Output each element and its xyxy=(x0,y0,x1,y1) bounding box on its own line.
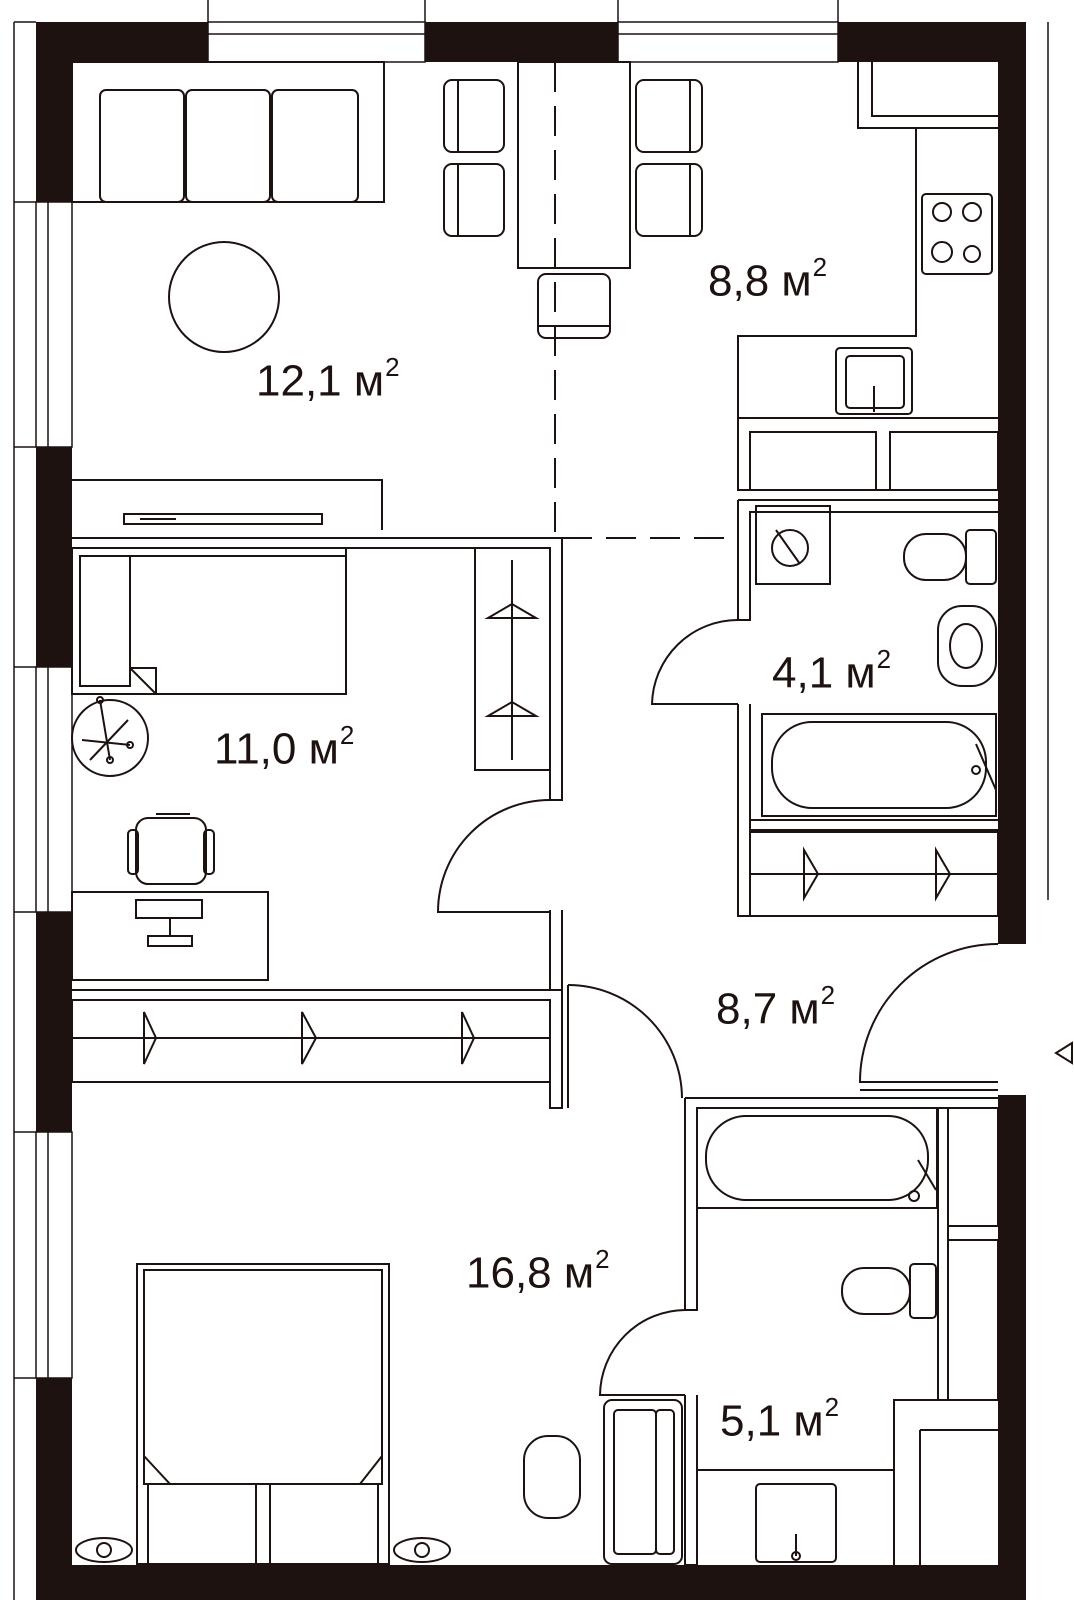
zone-dividers xyxy=(554,62,738,539)
room-area-kitchen: 8,8 м2 xyxy=(708,252,828,306)
desk-chair xyxy=(127,813,215,885)
nightstand-lamps xyxy=(75,1537,451,1563)
interior-walls xyxy=(72,62,999,1566)
child-bed xyxy=(71,547,347,695)
armchair xyxy=(523,1435,581,1519)
bathtub-large xyxy=(696,1107,938,1209)
bathroom-small-storage xyxy=(749,831,999,917)
desk xyxy=(71,891,269,981)
exterior-walls xyxy=(36,22,1026,1600)
tv-stand xyxy=(72,479,383,530)
floor-lamp xyxy=(71,696,149,777)
washbasin-large xyxy=(755,1483,837,1563)
windows xyxy=(13,0,1049,1600)
toilet-large xyxy=(841,1263,937,1319)
sofa xyxy=(71,61,385,203)
coffee-table xyxy=(168,241,280,353)
entrance-arrow-icon xyxy=(1054,1041,1073,1065)
sink-small xyxy=(937,605,997,687)
toilet-small xyxy=(903,529,997,585)
room-area-living: 12,1 м2 xyxy=(256,352,400,406)
bedroom-wardrobe xyxy=(603,1399,683,1565)
stove xyxy=(921,193,993,275)
kitchen-sink xyxy=(835,347,913,415)
room-area-bathroom-large: 5,1 м2 xyxy=(720,1392,840,1446)
doors xyxy=(436,619,999,1396)
room-area-bathroom-small: 4,1 м2 xyxy=(772,644,892,698)
washing-machine xyxy=(755,505,831,585)
bathtub-small xyxy=(761,713,997,817)
child-room-storage xyxy=(71,999,551,1083)
room-area-child: 11,0 м2 xyxy=(214,720,355,774)
room-area-hallway: 8,7 м2 xyxy=(716,980,836,1034)
room-area-bedroom: 16,8 м2 xyxy=(466,1244,610,1298)
child-wardrobe xyxy=(474,547,551,771)
double-bed xyxy=(136,1263,390,1565)
dining-chairs xyxy=(443,79,703,339)
dining-table xyxy=(517,61,631,269)
